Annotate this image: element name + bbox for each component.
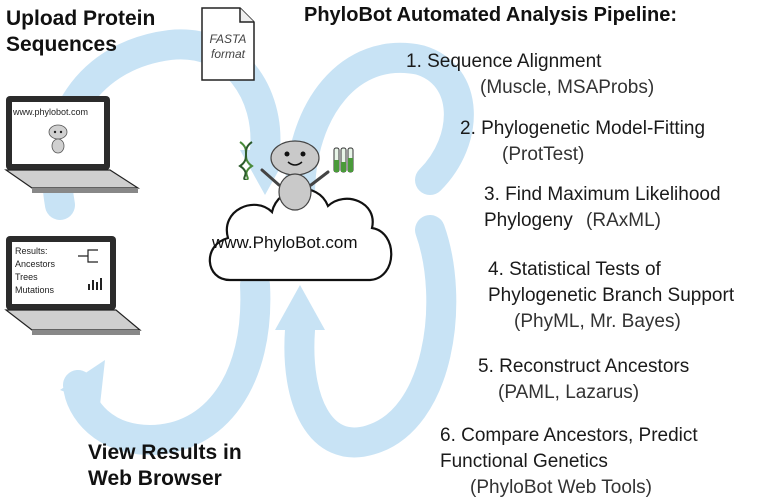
results-list: Results: Ancestors Trees Mutations (15, 246, 55, 296)
test-tube-icon (333, 147, 354, 173)
step-title-line2: Functional Genetics (440, 451, 608, 472)
view-results-heading: View Results in Web Browser (88, 440, 242, 492)
step-title: 6. Compare Ancestors, Predict (440, 425, 698, 446)
dna-helix-icon (238, 141, 254, 180)
pipeline-step-2: 2. Phylogenetic Model-Fitting (ProtTest) (460, 117, 705, 167)
laptop-url: www.phylobot.com (13, 107, 89, 117)
step-tools: (PhyML, Mr. Bayes) (514, 311, 681, 332)
view-heading-line2: Web Browser (88, 467, 222, 490)
pipeline-step-4: 4. Statistical Tests of Phylogenetic Bra… (488, 258, 734, 334)
step-title-line2: Phylogenetic Branch Support (488, 285, 735, 306)
step-tools: (RAxML) (586, 210, 661, 231)
pipeline-step-5: 5. Reconstruct Ancestors (PAML, Lazarus) (478, 355, 689, 405)
step-title: 2. Phylogenetic Model-Fitting (460, 118, 706, 139)
pipeline-step-1: 1. Sequence Alignment (Muscle, MSAProbs) (406, 50, 654, 100)
view-heading-line1: View Results in (88, 441, 242, 464)
laptop-results: Results: Ancestors Trees Mutations (2, 234, 142, 339)
step-tools: (PAML, Lazarus) (498, 382, 640, 403)
step-title-line2: Phylogeny (484, 210, 573, 231)
results-item: Trees (15, 272, 38, 282)
results-item: Mutations (15, 285, 55, 295)
fasta-document-icon: FASTA format (200, 6, 256, 82)
phylobot-cloud: www.PhyloBot.com (200, 140, 400, 290)
cloud-url: www.PhyloBot.com (212, 233, 358, 252)
step-title: 5. Reconstruct Ancestors (478, 356, 690, 377)
robot-icon (260, 140, 330, 211)
fasta-label-line1: FASTA (209, 32, 247, 46)
upload-heading-line2: Sequences (6, 33, 117, 56)
fasta-label-line2: format (210, 47, 245, 61)
laptop-upload: www.phylobot.com (2, 94, 142, 199)
upload-heading: Upload Protein Sequences (6, 6, 155, 58)
results-item: Ancestors (15, 259, 56, 269)
step-title: 4. Statistical Tests of (488, 259, 661, 280)
step-tools: (ProtTest) (502, 144, 585, 165)
upload-heading-line1: Upload Protein (6, 7, 156, 30)
step-title: 1. Sequence Alignment (406, 51, 602, 72)
pipeline-step-6: 6. Compare Ancestors, Predict Functional… (440, 424, 698, 500)
pipeline-title: PhyloBot Automated Analysis Pipeline: (304, 4, 678, 26)
step-tools: (Muscle, MSAProbs) (480, 77, 655, 98)
pipeline-step-3: 3. Find Maximum Likelihood Phylogeny (RA… (484, 183, 721, 233)
step-title: 3. Find Maximum Likelihood (484, 184, 721, 205)
results-heading: Results: (15, 246, 48, 256)
step-tools: (PhyloBot Web Tools) (470, 477, 652, 498)
